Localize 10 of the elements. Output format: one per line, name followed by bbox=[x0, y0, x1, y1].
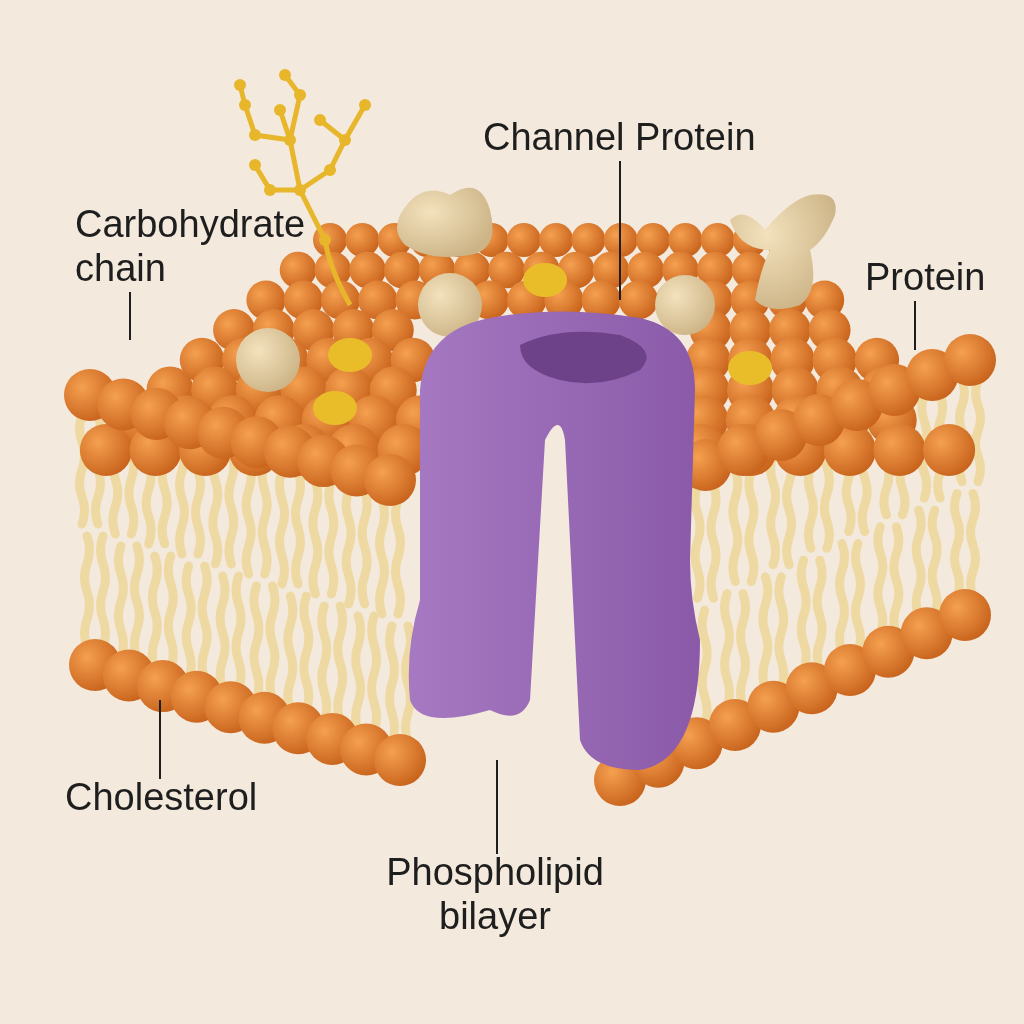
leader-line bbox=[159, 699, 161, 780]
leader-line bbox=[129, 291, 131, 341]
callout-label: Protein bbox=[865, 255, 1005, 299]
leader-line bbox=[496, 759, 498, 855]
callout-label: Carbohydrate chain bbox=[75, 202, 345, 290]
callout-label: Cholesterol bbox=[65, 775, 295, 819]
leader-line bbox=[619, 160, 621, 301]
callout-label: Channel Protein bbox=[483, 115, 803, 159]
callout-label: Phospholipid bilayer bbox=[355, 850, 635, 938]
leader-line bbox=[914, 300, 916, 351]
